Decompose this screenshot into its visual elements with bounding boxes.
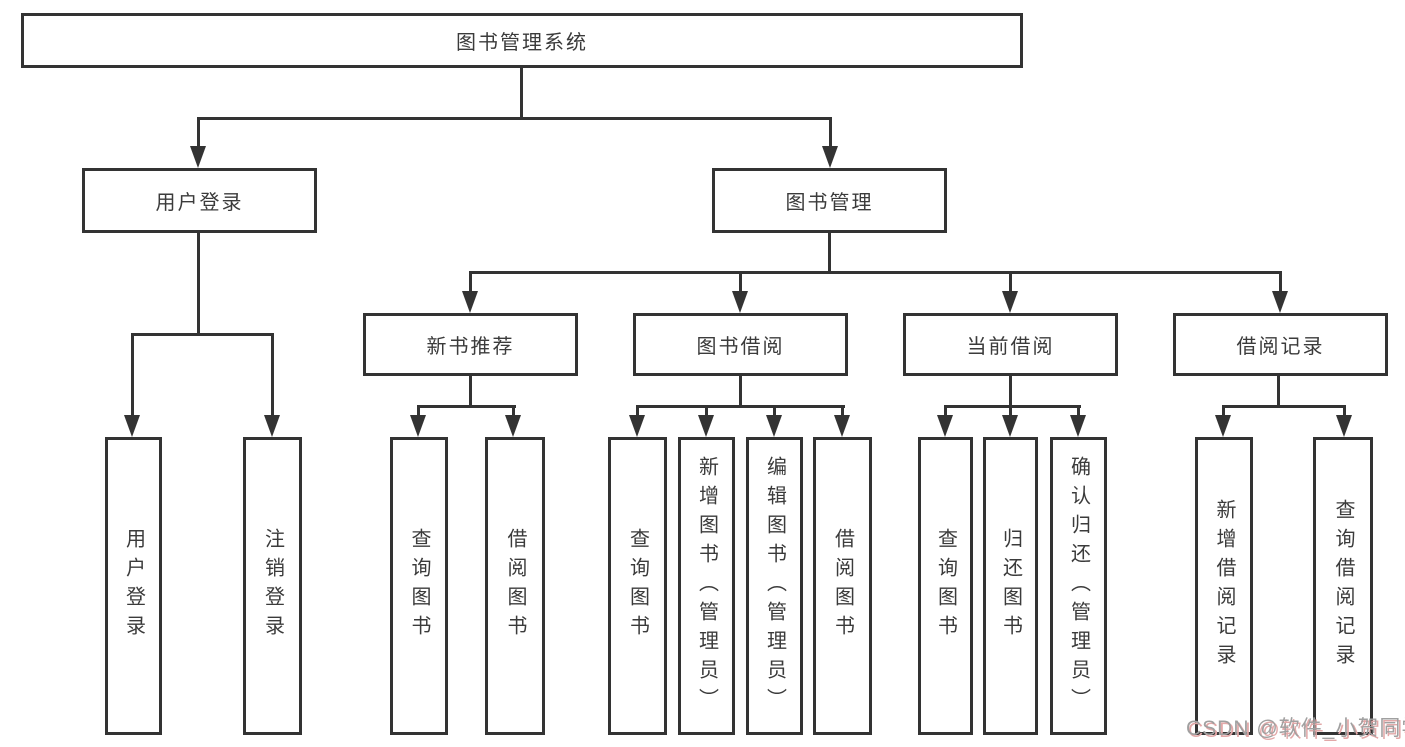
connector-line xyxy=(469,271,1282,274)
connector-line xyxy=(636,405,845,408)
leaf-label: 新增借阅记录 xyxy=(1213,499,1235,673)
connector-line xyxy=(1343,405,1346,419)
leaf-borrow-book: 借阅图书 xyxy=(813,437,872,735)
leaf-label: 编辑图书（管理员） xyxy=(763,455,786,717)
node-book-borrow: 图书借阅 xyxy=(633,313,848,376)
node-current-borrow-label: 当前借阅 xyxy=(966,336,1055,358)
arrow-down-icon xyxy=(732,291,748,313)
arrow-down-icon xyxy=(462,291,478,313)
leaf-label: 借阅图书 xyxy=(831,528,854,644)
connector-line xyxy=(197,117,832,120)
arrow-down-icon xyxy=(1336,415,1352,437)
connector-line xyxy=(1222,405,1225,419)
connector-line xyxy=(944,405,1081,408)
arrow-down-icon xyxy=(1002,291,1018,313)
connector-line xyxy=(197,233,200,335)
connector-line xyxy=(1277,376,1280,407)
arrow-down-icon xyxy=(766,415,782,437)
arrow-down-icon xyxy=(1002,415,1018,437)
arrow-down-icon xyxy=(505,415,521,437)
leaf-label: 借阅图书 xyxy=(504,528,526,644)
leaf-query-book-current: 查询图书 xyxy=(918,437,973,735)
leaf-label: 查询图书 xyxy=(408,528,430,644)
arrow-down-icon xyxy=(190,146,206,168)
arrow-down-icon xyxy=(629,415,645,437)
leaf-query-book-recommend: 查询图书 xyxy=(390,437,448,735)
leaf-label: 确认归还（管理员） xyxy=(1067,455,1090,717)
connector-line xyxy=(739,376,742,407)
watermark-text: CSDN @软件_小贺同学 xyxy=(1186,717,1405,740)
connector-line xyxy=(1009,405,1012,419)
connector-line xyxy=(944,405,947,419)
leaf-user-login: 用户登录 xyxy=(105,437,162,735)
node-new-book-recommend: 新书推荐 xyxy=(363,313,578,376)
node-root-label: 图书管理系统 xyxy=(456,32,588,54)
node-user-login-label: 用户登录 xyxy=(155,192,244,214)
leaf-logout: 注销登录 xyxy=(243,437,302,735)
node-user-login: 用户登录 xyxy=(82,168,317,233)
connector-line xyxy=(1222,405,1346,408)
connector-line xyxy=(131,333,134,418)
connector-line xyxy=(271,333,274,418)
node-current-borrow: 当前借阅 xyxy=(903,313,1118,376)
connector-line xyxy=(469,376,472,407)
leaf-add-borrow-record: 新增借阅记录 xyxy=(1195,437,1253,735)
connector-line xyxy=(417,405,420,419)
node-root-system: 图书管理系统 xyxy=(21,13,1023,68)
connector-line xyxy=(417,405,516,408)
leaf-add-book-admin: 新增图书（管理员） xyxy=(678,437,735,735)
leaf-borrow-book-recommend: 借阅图书 xyxy=(485,437,545,735)
leaf-label: 用户登录 xyxy=(122,528,145,644)
leaf-label: 新增图书（管理员） xyxy=(695,455,718,717)
leaf-label: 查询图书 xyxy=(934,528,957,644)
node-borrow-records: 借阅记录 xyxy=(1173,313,1388,376)
leaf-label: 查询借阅记录 xyxy=(1332,499,1354,673)
arrow-down-icon xyxy=(124,415,140,437)
arrow-down-icon xyxy=(410,415,426,437)
connector-line xyxy=(1009,271,1012,295)
arrow-down-icon xyxy=(1070,415,1086,437)
arrow-down-icon xyxy=(834,415,850,437)
arrow-down-icon xyxy=(698,415,714,437)
arrow-down-icon xyxy=(937,415,953,437)
leaf-edit-book-admin: 编辑图书（管理员） xyxy=(746,437,803,735)
node-book-management-label: 图书管理 xyxy=(785,192,874,214)
connector-line xyxy=(520,67,523,119)
leaf-confirm-return-admin: 确认归还（管理员） xyxy=(1050,437,1107,735)
node-new-book-recommend-label: 新书推荐 xyxy=(426,336,515,358)
connector-line xyxy=(828,233,831,273)
connector-line xyxy=(1279,271,1282,295)
node-book-management: 图书管理 xyxy=(712,168,947,233)
leaf-query-borrow-record: 查询借阅记录 xyxy=(1313,437,1373,735)
arrow-down-icon xyxy=(1272,291,1288,313)
arrow-down-icon xyxy=(264,415,280,437)
connector-line xyxy=(705,405,708,419)
leaf-return-book: 归还图书 xyxy=(983,437,1038,735)
arrow-down-icon xyxy=(1215,415,1231,437)
leaf-label: 注销登录 xyxy=(261,528,284,644)
connector-line xyxy=(1077,405,1080,419)
leaf-query-book-borrow: 查询图书 xyxy=(608,437,667,735)
node-borrow-records-label: 借阅记录 xyxy=(1236,336,1325,358)
connector-line xyxy=(773,405,776,419)
connector-line xyxy=(197,117,200,149)
leaf-label: 查询图书 xyxy=(626,528,649,644)
connector-line xyxy=(739,271,742,295)
leaf-label: 归还图书 xyxy=(999,528,1022,644)
connector-line xyxy=(512,405,515,419)
node-book-borrow-label: 图书借阅 xyxy=(696,336,785,358)
connector-line xyxy=(829,117,832,149)
connector-line xyxy=(469,271,472,295)
connector-line xyxy=(1009,376,1012,407)
connector-line xyxy=(131,333,274,336)
connector-line xyxy=(841,405,844,419)
arrow-down-icon xyxy=(822,146,838,168)
connector-line xyxy=(636,405,639,419)
